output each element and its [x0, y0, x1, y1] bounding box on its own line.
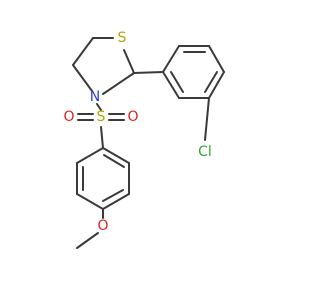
- bond-mp-double-2: [102, 189, 124, 202]
- bond-ar6-ar1: [162, 71, 180, 99]
- bond-sulfonyl-aryl: [100, 126, 104, 149]
- atom-chlorine: Cl: [198, 144, 212, 160]
- bond-ar-double-3: [170, 71, 184, 93]
- atom-sulfur-ring: S: [118, 30, 127, 46]
- atom-oxygen-methoxy: O: [97, 218, 108, 234]
- bond-ar4-ar5: [208, 71, 225, 99]
- bond-n3-c4: [72, 64, 93, 92]
- bond-c2-aryl: [133, 71, 164, 74]
- atom-sulfur-sulfonyl: S: [97, 109, 106, 125]
- atom-oxygen-left: O: [63, 109, 74, 125]
- bond-o-methyl: [76, 232, 99, 249]
- bond-ar-double-2: [204, 71, 218, 93]
- bond-ar3-ar4: [208, 45, 225, 73]
- bond-mp3-mp4: [102, 193, 130, 210]
- atom-oxygen-right: O: [127, 109, 138, 125]
- atom-labels: S N S O O Cl O: [63, 30, 211, 234]
- bond-ar1-ar2: [162, 45, 180, 73]
- bond-c2-n3: [102, 72, 135, 95]
- bond-mp6-mp1: [76, 147, 104, 164]
- molecule-structure: S N S O O Cl O: [63, 30, 225, 249]
- bond-ar-cl: [204, 97, 210, 141]
- bond-c4-c5: [72, 37, 94, 66]
- bond-lines: [72, 37, 225, 249]
- bond-mp4-mp5: [76, 193, 104, 210]
- bond-s1-c2: [123, 49, 135, 74]
- bond-n-sulfonyl: [96, 103, 102, 111]
- atom-nitrogen: N: [90, 89, 100, 105]
- bond-mp1-mp2: [102, 147, 130, 164]
- bond-mp-double-1: [103, 154, 125, 168]
